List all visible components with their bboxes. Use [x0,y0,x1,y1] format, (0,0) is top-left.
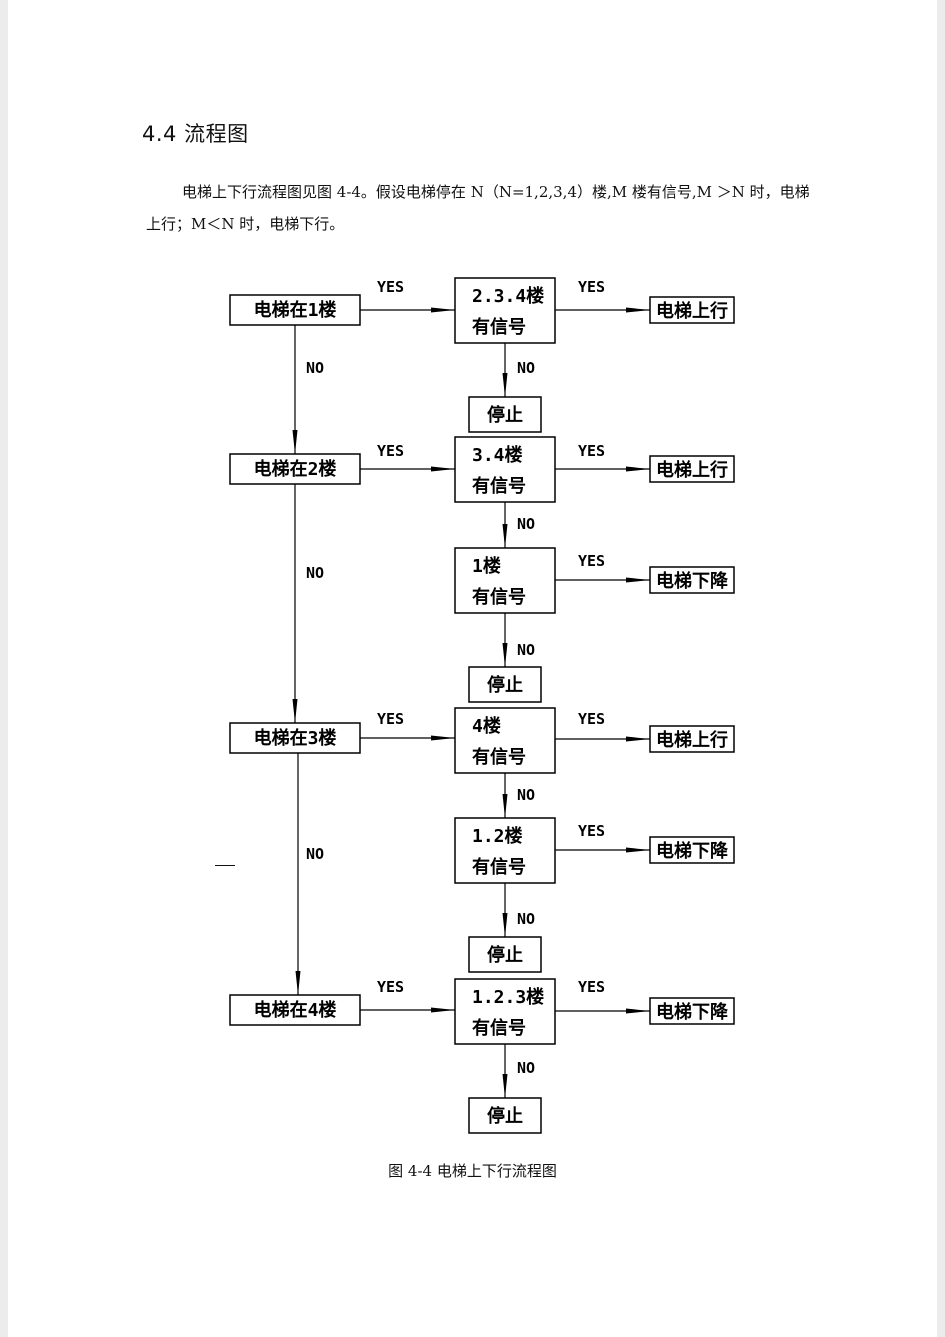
yes-label: YES [377,442,404,460]
floor-label: 电梯在1楼 [254,299,337,321]
result-label: 电梯下降 [656,570,729,592]
floor-node-4 [229,994,361,1026]
yes-label: YES [578,278,605,296]
stop-node-1 [468,396,542,433]
no-label: NO [306,845,324,863]
stop-node-3 [468,936,542,973]
signal-label: 有信号 [472,856,526,878]
signal-label: 有信号 [472,316,526,338]
no-label: NO [306,564,324,582]
signal-label: 3.4楼 [472,444,523,466]
stray-dash-mark [215,865,235,866]
result-node-4 [649,725,735,753]
signal-label: 1.2楼 [472,825,523,847]
signal-label: 4楼 [472,715,501,737]
no-label: NO [517,786,535,804]
floor-label: 电梯在4楼 [254,999,337,1021]
signal-node-6 [454,978,556,1045]
no-label: NO [517,515,535,533]
signal-label: 1楼 [472,555,501,577]
section-title: 4.4 流程图 [142,122,249,146]
stop-label: 停止 [487,944,523,966]
result-label: 电梯下降 [656,1001,729,1023]
stop-label: 停止 [487,404,523,426]
no-label: NO [517,910,535,928]
result-node-3 [649,566,735,594]
result-label: 电梯下降 [656,840,729,862]
result-label: 电梯上行 [656,459,728,481]
signal-label: 有信号 [472,586,526,608]
figure-caption: 图 4-4 电梯上下行流程图 [388,1162,557,1180]
stop-label: 停止 [487,674,523,696]
yes-label: YES [377,278,404,296]
yes-label: YES [578,442,605,460]
signal-node-2 [454,436,556,503]
yes-label: YES [578,552,605,570]
signal-label: 有信号 [472,746,526,768]
signal-label: 有信号 [472,1017,526,1039]
stop-node-2 [468,666,542,703]
stop-node-4 [468,1097,542,1134]
no-label: NO [517,359,535,377]
yes-label: YES [578,978,605,996]
result-label: 电梯上行 [656,729,728,751]
result-node-2 [649,455,735,483]
floor-label: 电梯在3楼 [254,727,337,749]
no-label: NO [517,1059,535,1077]
result-label: 电梯上行 [656,300,728,322]
signal-node-4 [454,707,556,774]
signal-label: 有信号 [472,475,526,497]
yes-label: YES [578,710,605,728]
stop-label: 停止 [487,1105,523,1127]
yes-label: YES [377,710,404,728]
no-label: NO [306,359,324,377]
floor-label: 电梯在2楼 [254,458,337,480]
signal-label: 2.3.4楼 [472,285,544,307]
no-label: NO [517,641,535,659]
signal-label: 1.2.3楼 [472,986,544,1008]
yes-label: YES [377,978,404,996]
yes-label: YES [578,822,605,840]
intro-paragraph: 电梯上下行流程图见图 4-4。假设电梯停在 N（N=1,2,3,4）楼,M 楼有… [146,183,810,233]
